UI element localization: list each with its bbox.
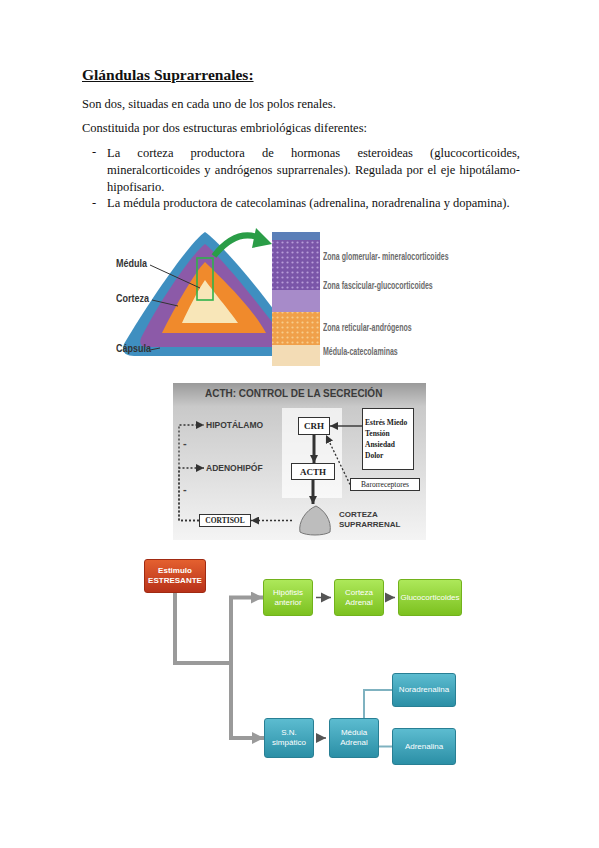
node-text: Noradrenalina <box>399 685 449 695</box>
capsule-band <box>272 232 320 240</box>
leader-line <box>150 265 200 288</box>
process-box: Corteza Adrenal <box>334 579 384 616</box>
connector <box>251 520 292 521</box>
process-box: S.N. simpático <box>264 718 314 758</box>
text-label: Zona glomerular- mineralocorticoides <box>323 251 449 262</box>
connector <box>313 435 316 463</box>
text-label: La corteza productora de hormonas estero… <box>107 145 520 196</box>
text-label: Médula-catecolaminas <box>323 346 398 357</box>
process-box: Médula Adrenal <box>329 718 379 758</box>
text-label: - <box>92 145 96 160</box>
node-text: Estimulo ESTRESANTE <box>145 566 205 586</box>
node-text: Hipófisis anterior <box>264 588 312 608</box>
text-label: Cápsula <box>116 343 151 354</box>
process-box: Adrenalina <box>392 728 456 765</box>
node-text: Adrenalina <box>405 742 443 752</box>
node-text: HIPOTÁLAMO <box>206 420 263 430</box>
text-label: Constituida por dos estructuras embrioló… <box>82 121 367 136</box>
node-text: Glucocorticoides <box>400 593 459 603</box>
connector <box>316 597 331 599</box>
process-box: Barorreceptores <box>350 478 420 491</box>
node-text: Estrés Miedo Tensión Ansiedad Dolor <box>365 417 409 461</box>
process-box: Hipófisis anterior <box>263 579 313 616</box>
text-label: - <box>183 483 187 495</box>
node-text: Barorreceptores <box>361 480 409 489</box>
connector <box>364 690 392 718</box>
node-text: CORTEZA SUPRARRENAL <box>339 510 409 530</box>
connector <box>326 435 350 485</box>
medulla-band <box>272 345 320 366</box>
process-box: ADENOHIPÓF <box>204 462 270 474</box>
zoom-frame <box>197 258 213 300</box>
gland-outline <box>300 506 331 535</box>
connector <box>379 746 392 748</box>
node-text: ADENOHIPÓF <box>206 463 263 473</box>
connector <box>317 737 326 739</box>
node-text: CRH <box>304 421 324 431</box>
cortex-shape <box>140 244 285 347</box>
text-label: Médula <box>116 258 147 269</box>
process-box: HIPOTÁLAMO <box>204 419 270 431</box>
text-label: Zona reticular-andrógenos <box>323 322 412 333</box>
connector <box>179 468 204 521</box>
connector <box>387 597 395 599</box>
node-text: CORTISOL <box>205 516 244 525</box>
picture-panel <box>282 408 342 498</box>
medulla-shape <box>182 280 238 323</box>
connector <box>175 593 263 663</box>
process-box: CORTEZA SUPRARRENAL <box>292 502 412 538</box>
text-label: Zona fascicular-glucocorticoides <box>323 280 433 291</box>
text-label: - <box>183 437 187 449</box>
text-label: La médula productora de catecolaminas (a… <box>107 196 537 211</box>
text-label: Corteza <box>116 293 149 304</box>
text-label: - <box>92 196 96 211</box>
node-text: Corteza Adrenal <box>335 588 383 608</box>
cortex-inner-shape <box>162 262 266 333</box>
glomerular-band <box>272 240 320 290</box>
node-text: ACTH <box>300 467 326 477</box>
connector <box>330 425 362 426</box>
process-box: Glucocorticoides <box>398 579 462 616</box>
text-label: ACTH: CONTROL DE LA SECRECIÓN <box>205 387 382 399</box>
connector <box>312 480 315 504</box>
zoom-arrow-head <box>252 228 272 248</box>
process-box: Estrés Miedo Tensión Ansiedad Dolor <box>362 408 414 470</box>
fascicular-band <box>272 290 320 312</box>
process-box: Estimulo ESTRESANTE <box>144 559 206 593</box>
page-title: Glándulas Suprarrenales: <box>82 66 254 84</box>
process-box: ACTH <box>291 463 335 480</box>
text-label: Son dos, situadas en cada uno de los pol… <box>82 97 336 112</box>
connector <box>175 593 264 738</box>
process-box: CRH <box>298 417 330 435</box>
leader-line <box>150 348 160 350</box>
connector <box>179 425 204 521</box>
picture-frame <box>173 383 426 540</box>
node-text: S.N. simpático <box>265 728 313 748</box>
process-box: CORTISOL <box>199 514 251 527</box>
leader-line <box>152 300 178 306</box>
process-box: Noradrenalina <box>392 673 456 707</box>
reticular-band <box>272 312 320 345</box>
node-text: Médula Adrenal <box>330 728 378 748</box>
adrenal-gland-symbol <box>294 502 336 538</box>
